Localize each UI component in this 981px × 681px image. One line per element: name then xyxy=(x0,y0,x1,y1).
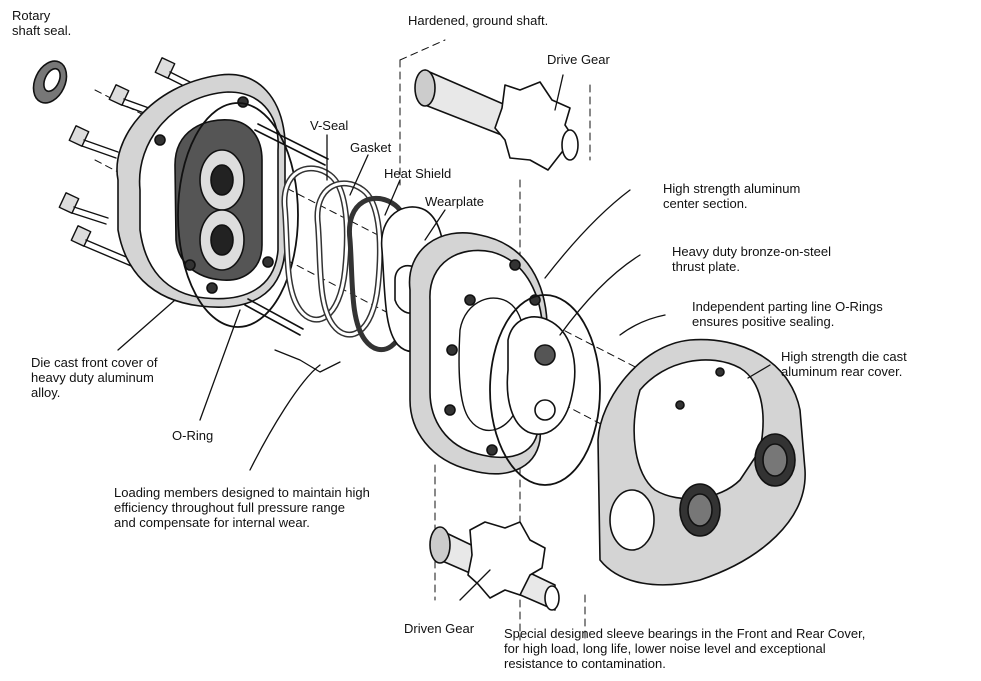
thrust-plate xyxy=(506,316,576,435)
dowel-pins xyxy=(244,123,329,336)
bolts xyxy=(58,57,191,269)
label-thrust-plate: Heavy duty bronze-on-steel thrust plate. xyxy=(672,244,831,274)
rotary-shaft-seal xyxy=(32,60,68,104)
label-front-cover: Die cast front cover of heavy duty alumi… xyxy=(31,355,158,400)
driven-gear-and-shaft xyxy=(429,521,560,611)
front-cover xyxy=(116,73,286,308)
leader-lines xyxy=(117,74,771,601)
label-center-section: High strength aluminum center section. xyxy=(663,181,801,211)
label-v-seal: V-Seal xyxy=(310,118,349,133)
label-gasket: Gasket xyxy=(350,140,392,155)
label-parting-line-orings: Independent parting line O-Rings ensures… xyxy=(692,299,883,329)
rear-cover xyxy=(597,338,806,586)
rear-o-ring xyxy=(489,294,601,486)
drive-shaft-and-gear xyxy=(414,69,579,171)
label-sleeve-bearings: Special designed sleeve bearings in the … xyxy=(504,626,866,671)
label-heat-shield: Heat Shield xyxy=(384,166,452,181)
label-rear-cover: High strength die cast aluminum rear cov… xyxy=(781,349,907,379)
label-driven-gear: Driven Gear xyxy=(404,621,475,636)
label-loading-members: Loading members designed to maintain hig… xyxy=(114,485,370,530)
label-drive-gear: Drive Gear xyxy=(547,52,610,67)
label-o-ring: O-Ring xyxy=(172,428,214,443)
label-rotary-shaft-seal: Rotary shaft seal. xyxy=(12,8,72,38)
label-hardened-shaft: Hardened, ground shaft. xyxy=(408,13,549,28)
front-o-ring xyxy=(177,102,299,328)
label-wearplate: Wearplate xyxy=(425,194,485,209)
